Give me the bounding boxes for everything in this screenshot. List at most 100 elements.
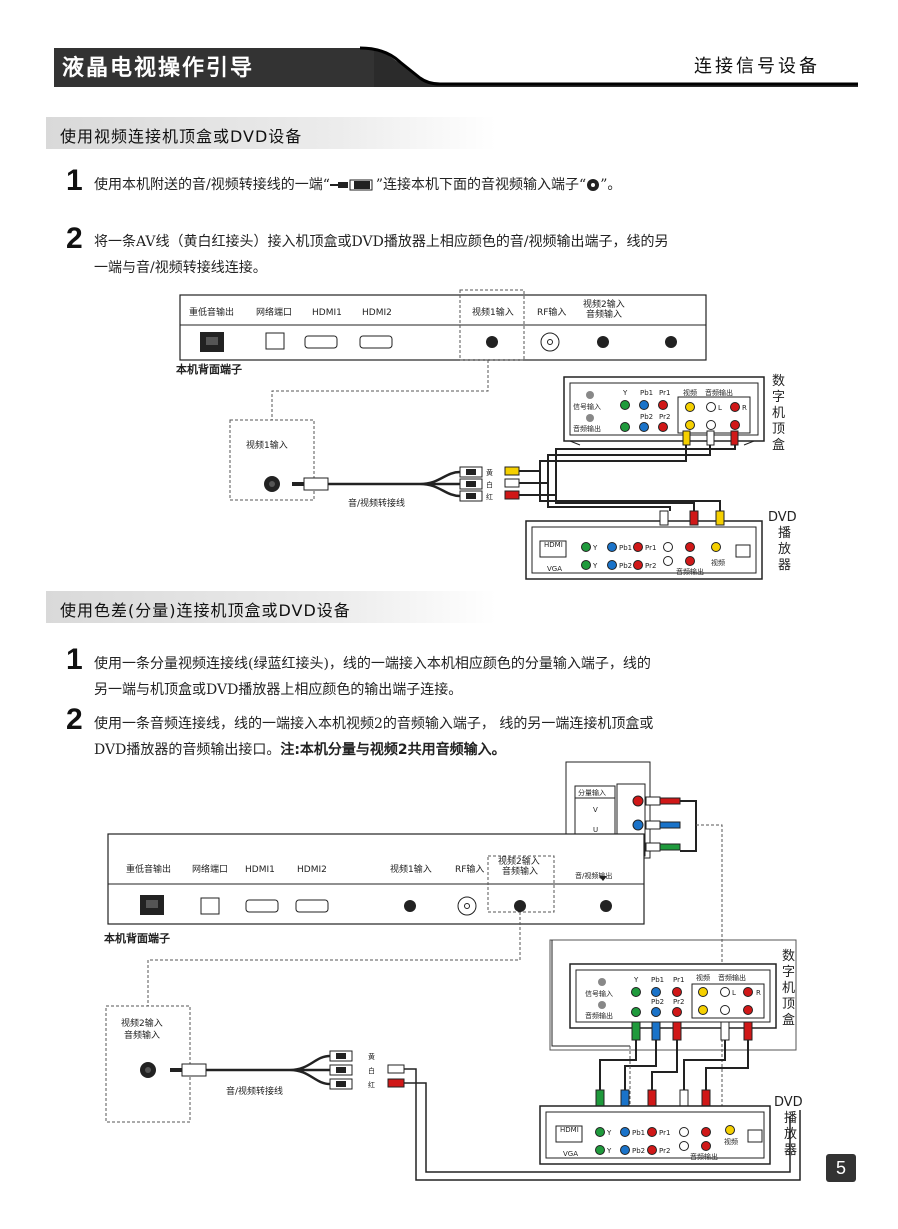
svg-text:白: 白 bbox=[368, 1066, 375, 1075]
rf-port bbox=[540, 332, 560, 352]
svg-text:Y: Y bbox=[606, 1129, 612, 1137]
svg-text:DVD: DVD bbox=[774, 1095, 803, 1110]
svg-text:Pr2: Pr2 bbox=[673, 998, 684, 1006]
svg-text:RF输入: RF输入 bbox=[455, 863, 484, 875]
dvd-title-2: 播 bbox=[778, 526, 791, 541]
cable-label: 音/视频转接线 bbox=[348, 497, 405, 509]
c-white: 白 bbox=[486, 480, 493, 489]
svg-text:Y: Y bbox=[592, 562, 598, 570]
s2-step2-num: 2 bbox=[66, 703, 83, 736]
stb-box-2 bbox=[569, 963, 777, 1029]
svg-text:HDMI: HDMI bbox=[560, 1126, 579, 1134]
svg-text:Pr1: Pr1 bbox=[673, 976, 684, 984]
svg-text:字: 字 bbox=[782, 965, 795, 980]
s1-step1-text: 使用本机附送的音/视频转接线的一端“”连接本机下面的音视频输入端子“”。 bbox=[94, 177, 622, 193]
svg-text:音频输出: 音频输出 bbox=[573, 424, 601, 433]
svg-text:Pb1: Pb1 bbox=[640, 389, 653, 397]
svg-text:播: 播 bbox=[784, 1111, 797, 1126]
svg-text:音频输出: 音频输出 bbox=[690, 1152, 718, 1161]
svg-text:数: 数 bbox=[782, 949, 795, 964]
svg-text:音频输出: 音频输出 bbox=[585, 1011, 613, 1020]
svg-text:视频: 视频 bbox=[711, 558, 725, 567]
svg-text:Y: Y bbox=[622, 389, 628, 397]
svg-text:Pr1: Pr1 bbox=[659, 1129, 670, 1137]
header-section: 连接信号设备 bbox=[694, 56, 820, 77]
svg-text:Pr2: Pr2 bbox=[659, 413, 670, 421]
section2-title: 使用色差(分量)连接机顶盒或DVD设备 bbox=[60, 601, 351, 620]
hdmi1-port bbox=[304, 335, 338, 349]
stb-title-3: 机 bbox=[772, 406, 785, 421]
svg-text:重低音输出: 重低音输出 bbox=[126, 863, 171, 875]
s1-step2-text: 将一条AV线（黄白红接头）接入机顶盒或DVD播放器上相应颜色的音/视频输出端子，… bbox=[94, 234, 669, 276]
av-plug-icon bbox=[329, 179, 373, 191]
svg-text:红: 红 bbox=[368, 1080, 375, 1089]
svg-text:视频: 视频 bbox=[683, 388, 697, 397]
svg-text:HDMI: HDMI bbox=[544, 541, 563, 549]
svg-text:L: L bbox=[732, 989, 736, 997]
svg-text:视频: 视频 bbox=[724, 1137, 738, 1146]
svg-text:VGA: VGA bbox=[563, 1150, 578, 1158]
svg-text:音频输出: 音频输出 bbox=[676, 567, 704, 576]
svg-text:Pb1: Pb1 bbox=[619, 544, 632, 552]
svg-text:Y: Y bbox=[592, 544, 598, 552]
c-red: 红 bbox=[486, 492, 493, 501]
svg-text:Pr2: Pr2 bbox=[659, 1147, 670, 1155]
svg-text:本机背面端子: 本机背面端子 bbox=[104, 931, 170, 945]
svg-text:R: R bbox=[756, 989, 761, 997]
port-rf-label: RF输入 bbox=[537, 306, 566, 318]
audio-port bbox=[665, 336, 677, 348]
svg-text:音频输入: 音频输入 bbox=[124, 1029, 160, 1041]
svg-text:HDMI2: HDMI2 bbox=[297, 865, 327, 875]
zoom1-label: 视频1输入 bbox=[246, 439, 288, 451]
port-v1-label: 视频1输入 bbox=[472, 306, 514, 318]
diagram2: 分量输入 V U Y 重低音输出 网络端口 HDMI1 HDMI2 视频1输入 … bbox=[104, 761, 803, 1181]
net-port bbox=[265, 332, 285, 350]
svg-text:Y: Y bbox=[606, 1147, 612, 1155]
stb-title-4: 顶 bbox=[772, 422, 785, 437]
svg-text:视频1输入: 视频1输入 bbox=[390, 863, 432, 875]
svg-text:视频2输入: 视频2输入 bbox=[498, 855, 540, 867]
stb-title-2: 字 bbox=[772, 390, 785, 405]
port-sub-label: 重低音输出 bbox=[189, 306, 234, 318]
svg-text:信号输入: 信号输入 bbox=[585, 989, 613, 998]
svg-text:盒: 盒 bbox=[782, 1012, 795, 1028]
svg-text:Pb1: Pb1 bbox=[651, 976, 664, 984]
svg-text:HDMI1: HDMI1 bbox=[245, 865, 275, 875]
back-label: 本机背面端子 bbox=[176, 362, 242, 376]
port-v2-audio-label: 音频输入 bbox=[586, 308, 622, 320]
comp-title: 分量输入 bbox=[578, 788, 606, 797]
svg-text:Pb2: Pb2 bbox=[619, 562, 632, 570]
svg-text:网络端口: 网络端口 bbox=[192, 863, 228, 875]
port-hdmi1-label: HDMI1 bbox=[312, 308, 342, 318]
port-v2-label: 视频2输入 bbox=[583, 298, 625, 310]
header-bar bbox=[54, 46, 858, 87]
diagram1: 重低音输出 网络端口 HDMI1 HDMI2 视频1输入 RF输入 视频2输入 … bbox=[176, 289, 797, 580]
svg-text:Pr2: Pr2 bbox=[645, 562, 656, 570]
tv-back-panel bbox=[179, 294, 707, 361]
dvd-title-1: DVD bbox=[768, 510, 797, 525]
page-number: 5 bbox=[826, 1154, 856, 1182]
svg-text:视频: 视频 bbox=[696, 973, 710, 982]
svg-text:黄: 黄 bbox=[368, 1052, 375, 1061]
tv-back-panel-2 bbox=[107, 833, 645, 925]
svg-text:Pr1: Pr1 bbox=[645, 544, 656, 552]
dvd-title-4: 器 bbox=[778, 558, 791, 573]
section2-bar bbox=[46, 591, 496, 623]
svg-text:Y: Y bbox=[633, 976, 639, 984]
stb-title-1: 数 bbox=[772, 374, 785, 389]
stb-title-5: 盒 bbox=[772, 437, 785, 453]
svg-text:机: 机 bbox=[782, 981, 795, 996]
s1-step2-num: 2 bbox=[66, 222, 83, 255]
v2-port bbox=[597, 336, 609, 348]
svg-text:V: V bbox=[593, 806, 598, 814]
svg-text:视频2输入: 视频2输入 bbox=[121, 1017, 163, 1029]
s2-step1-num: 1 bbox=[66, 643, 83, 676]
svg-text:音频输入: 音频输入 bbox=[502, 865, 538, 877]
svg-text:VGA: VGA bbox=[547, 565, 562, 573]
s2-step2-text: 使用一条音频连接线，线的一端接入本机视频2的音频输入端子， 线的另一端连接机顶盒… bbox=[94, 716, 654, 758]
svg-text:Pb2: Pb2 bbox=[651, 998, 664, 1006]
svg-text:器: 器 bbox=[784, 1143, 797, 1158]
svg-text:音频输出: 音频输出 bbox=[718, 973, 746, 982]
section1-bar bbox=[46, 117, 496, 149]
dvd-box bbox=[525, 520, 763, 580]
